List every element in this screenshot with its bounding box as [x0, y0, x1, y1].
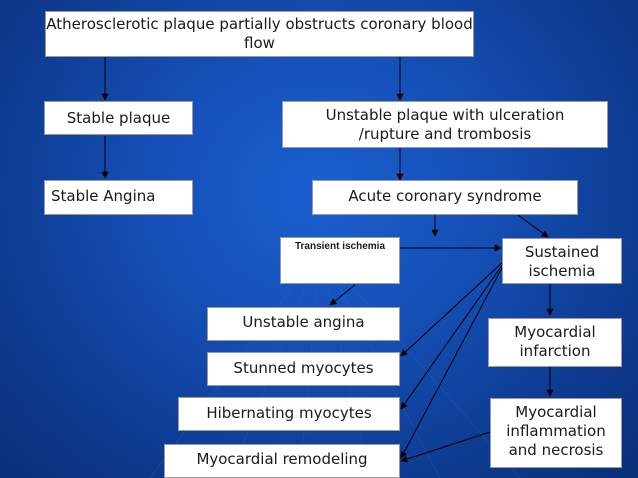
unstable-angina-node: Unstable angina: [207, 307, 400, 341]
stable-angina-node: Stable Angina: [44, 180, 193, 215]
myocardial-remodeling-node: Myocardial remodeling: [164, 444, 400, 478]
plaque-obstruction-node: Atherosclerotic plaque partially obstruc…: [45, 11, 474, 57]
transient-ischemia-node: Transient ischemia: [280, 237, 400, 284]
myocardial-inflammation-node: Myocardial inflammation and necrosis: [490, 398, 622, 468]
myocardial-infarction-node: Myocardial infarction: [488, 318, 622, 367]
sustained-ischemia-node: Sustained ischemia: [502, 238, 622, 284]
hibernating-myocytes-node: Hibernating myocytes: [178, 397, 400, 431]
unstable-plaque-node: Unstable plaque with ulceration /rupture…: [282, 101, 608, 148]
stunned-myocytes-node: Stunned myocytes: [207, 352, 400, 386]
stable-plaque-node: Stable plaque: [44, 101, 193, 135]
acute-coronary-syndrome-node: Acute coronary syndrome: [312, 180, 578, 215]
